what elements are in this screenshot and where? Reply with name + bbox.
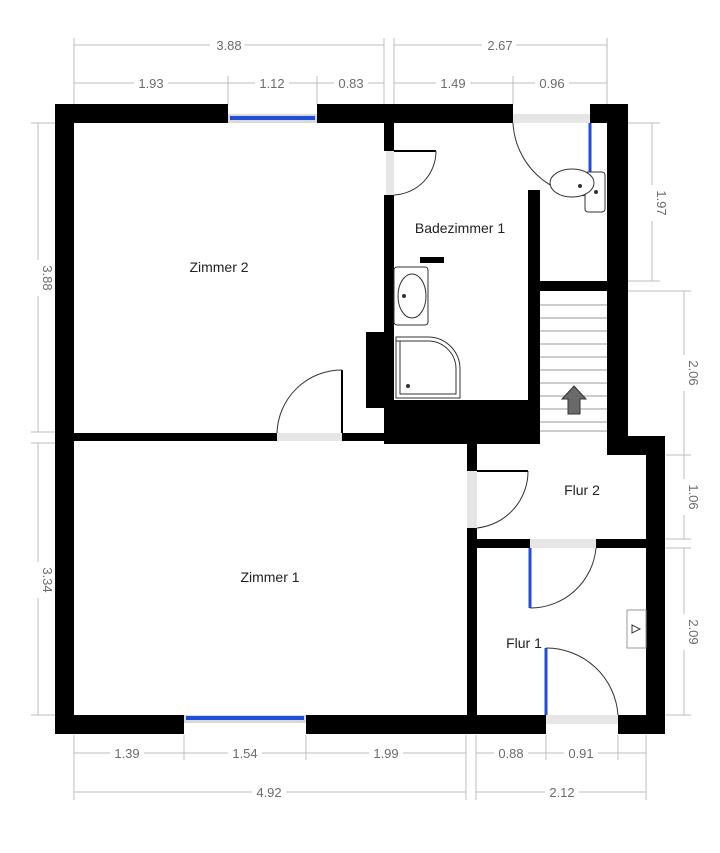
dimension-labels: 3.88 2.67 1.93 1.12 0.83 1.49 0.96 3.88 … — [29, 36, 701, 801]
dim-top-total-left: 3.88 — [216, 38, 241, 53]
windows — [184, 114, 317, 723]
dim-bottom-seg-3: 1.99 — [373, 746, 398, 761]
dim-bottom-seg-4: 0.88 — [498, 746, 523, 761]
dim-bottom-total-right: 2.12 — [549, 785, 574, 800]
dim-top-seg-2: 1.12 — [259, 76, 284, 91]
room-label-bad1: Badezimmer 1 — [415, 220, 505, 236]
dim-right-4: 2.09 — [686, 619, 701, 644]
door-zimmer2 — [276, 369, 343, 441]
room-labels: Zimmer 2 Zimmer 1 Badezimmer 1 Flur 2 Fl… — [189, 220, 600, 651]
dim-top-seg-3: 0.83 — [338, 76, 363, 91]
walls — [55, 104, 665, 734]
door-entrance — [544, 647, 619, 724]
dim-left-lower: 3.34 — [40, 567, 55, 592]
toilet-icon — [549, 168, 606, 213]
staircase — [540, 291, 607, 432]
dim-left-upper: 3.88 — [40, 265, 55, 290]
room-label-zimmer1: Zimmer 1 — [240, 569, 299, 585]
room-label-flur2: Flur 2 — [564, 482, 600, 498]
dim-top-total-right: 2.67 — [487, 38, 512, 53]
dim-bottom-total-left: 4.92 — [256, 785, 281, 800]
doors — [276, 114, 619, 724]
door-flur2 — [467, 470, 529, 529]
dim-right-1: 1.97 — [654, 190, 669, 215]
up-arrow-icon — [560, 385, 588, 415]
door-bath-left — [386, 150, 437, 196]
electrical-panel-icon — [626, 609, 647, 649]
dim-bottom-seg-2: 1.54 — [232, 746, 257, 761]
dim-bottom-seg-1: 1.39 — [114, 746, 139, 761]
dim-right-2: 2.06 — [686, 360, 701, 385]
shower-icon — [395, 336, 461, 399]
room-label-zimmer2: Zimmer 2 — [189, 259, 248, 275]
dim-top-seg-1: 1.93 — [138, 76, 163, 91]
dim-top-seg-5: 0.96 — [539, 76, 564, 91]
bathroom-fixtures — [393, 168, 606, 399]
door-flur1-top — [528, 539, 597, 609]
sink-icon — [393, 266, 429, 326]
dim-right-3: 1.06 — [686, 484, 701, 509]
dim-bottom-seg-5: 0.91 — [568, 746, 593, 761]
dim-top-seg-4: 1.49 — [440, 76, 465, 91]
room-label-flur1: Flur 1 — [506, 635, 542, 651]
